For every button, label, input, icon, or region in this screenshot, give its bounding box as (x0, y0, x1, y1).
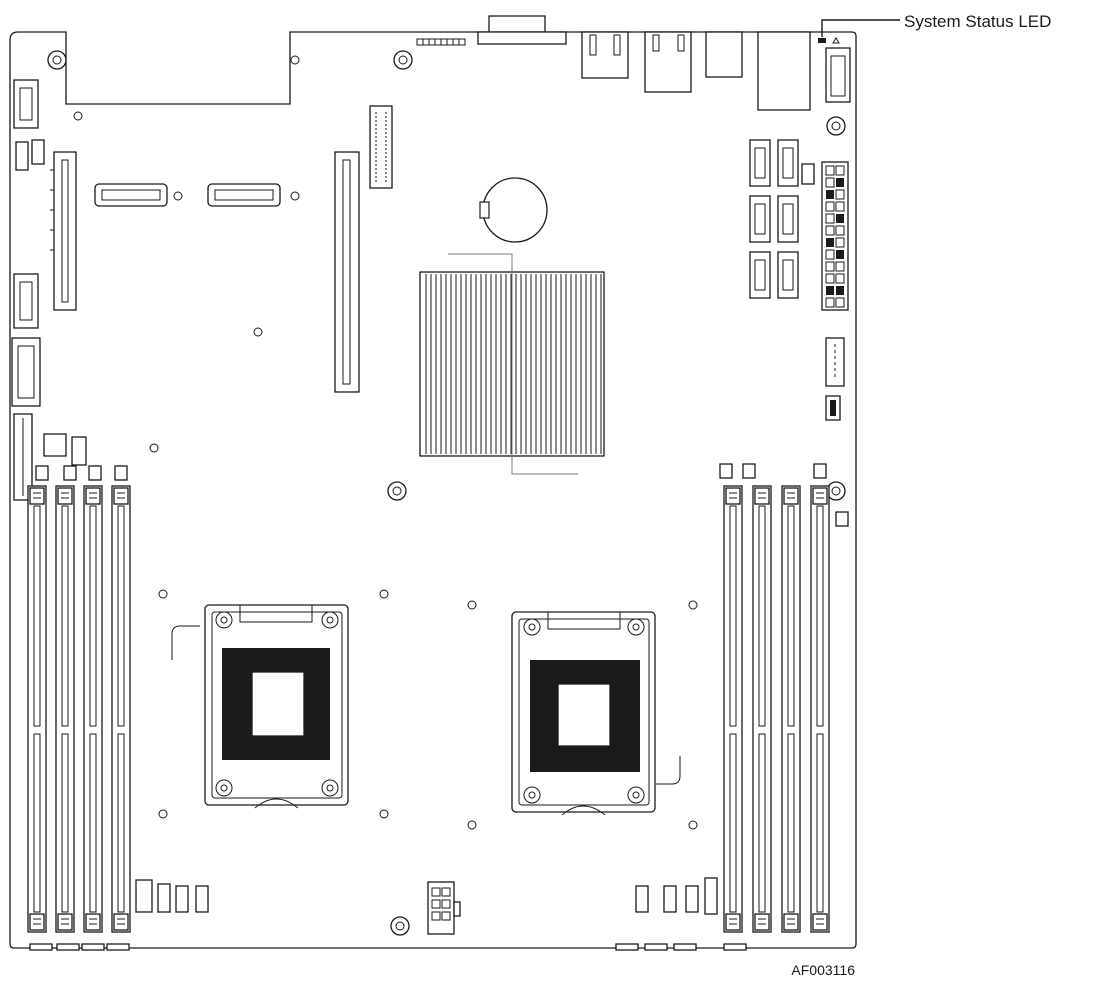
power-pin (825, 297, 835, 308)
mounting-hole (390, 916, 410, 936)
socket-pad (222, 648, 330, 760)
power-pin (826, 238, 834, 247)
dimm-slot (111, 485, 131, 933)
bottom-connectors (135, 877, 718, 935)
via-holes (73, 55, 698, 830)
figure-id: AF003116 (791, 962, 855, 978)
power-pin (835, 165, 845, 176)
power-pin (835, 225, 845, 236)
power-pin (825, 249, 835, 260)
dimm-slot (27, 485, 47, 933)
mezzanine-connectors (94, 183, 281, 207)
callout-leader-line (821, 19, 900, 37)
chipset-heatsink (419, 253, 605, 475)
mounting-hole (387, 481, 407, 501)
power-pin (836, 250, 844, 259)
bottom-edge-tabs (29, 943, 747, 951)
left-headers (11, 79, 87, 501)
pcie-slot-left (50, 151, 77, 311)
mounting-hole (826, 481, 846, 501)
power-pin (836, 286, 844, 295)
front-panel-header (825, 47, 851, 103)
battery (479, 177, 548, 243)
usb-connector (581, 31, 629, 79)
power-pin (825, 177, 835, 188)
dimm-slot (55, 485, 75, 933)
right-headers (825, 337, 845, 421)
vertical-connector (369, 105, 393, 189)
rear-io (416, 15, 851, 111)
dimm-slots-left (27, 485, 131, 933)
fan-header-small (31, 139, 45, 165)
jumper-block (71, 436, 87, 466)
power-pin (825, 261, 835, 272)
rear-connector-small (705, 31, 743, 78)
power-pin (835, 201, 845, 212)
main-power-connector (821, 161, 849, 311)
mounting-hole (826, 116, 846, 136)
system-status-led (818, 37, 840, 44)
lan-connector (644, 31, 692, 93)
power-pin (825, 213, 835, 224)
serial-header (13, 273, 39, 329)
cpu-socket-2 (511, 611, 681, 816)
dimm-slot (752, 485, 772, 933)
mounting-hole (47, 50, 67, 70)
power-pin (825, 165, 835, 176)
power-pin (835, 237, 845, 248)
power-pin (835, 297, 845, 308)
dimm-slot (83, 485, 103, 933)
dimm-slot (810, 485, 830, 933)
dimm-slot (723, 485, 743, 933)
header-block (11, 337, 41, 407)
fan-header-small (15, 141, 29, 171)
cpu-socket-1 (171, 604, 349, 809)
mounting-hole (393, 50, 413, 70)
serial-port-connector (477, 15, 567, 45)
usb-header (13, 79, 39, 129)
small-squares-top (35, 463, 849, 527)
vga-connector (757, 31, 811, 111)
sata-connectors (749, 139, 815, 299)
pcie-slot-center (334, 151, 360, 393)
power-pin (825, 225, 835, 236)
dimm-slot (781, 485, 801, 933)
power-pin (826, 286, 834, 295)
power-pin (835, 273, 845, 284)
power-pin (825, 273, 835, 284)
power-pin (835, 189, 845, 200)
power-pin (835, 261, 845, 272)
mounting-holes (47, 50, 846, 936)
chip-square (43, 433, 67, 457)
power-pin (825, 201, 835, 212)
pin-header-top (416, 38, 466, 46)
power-pin (836, 214, 844, 223)
callout-label: System Status LED (904, 12, 1051, 31)
dimm-slots-right (723, 485, 830, 933)
power-pin (836, 178, 844, 187)
power-pin (826, 190, 834, 199)
